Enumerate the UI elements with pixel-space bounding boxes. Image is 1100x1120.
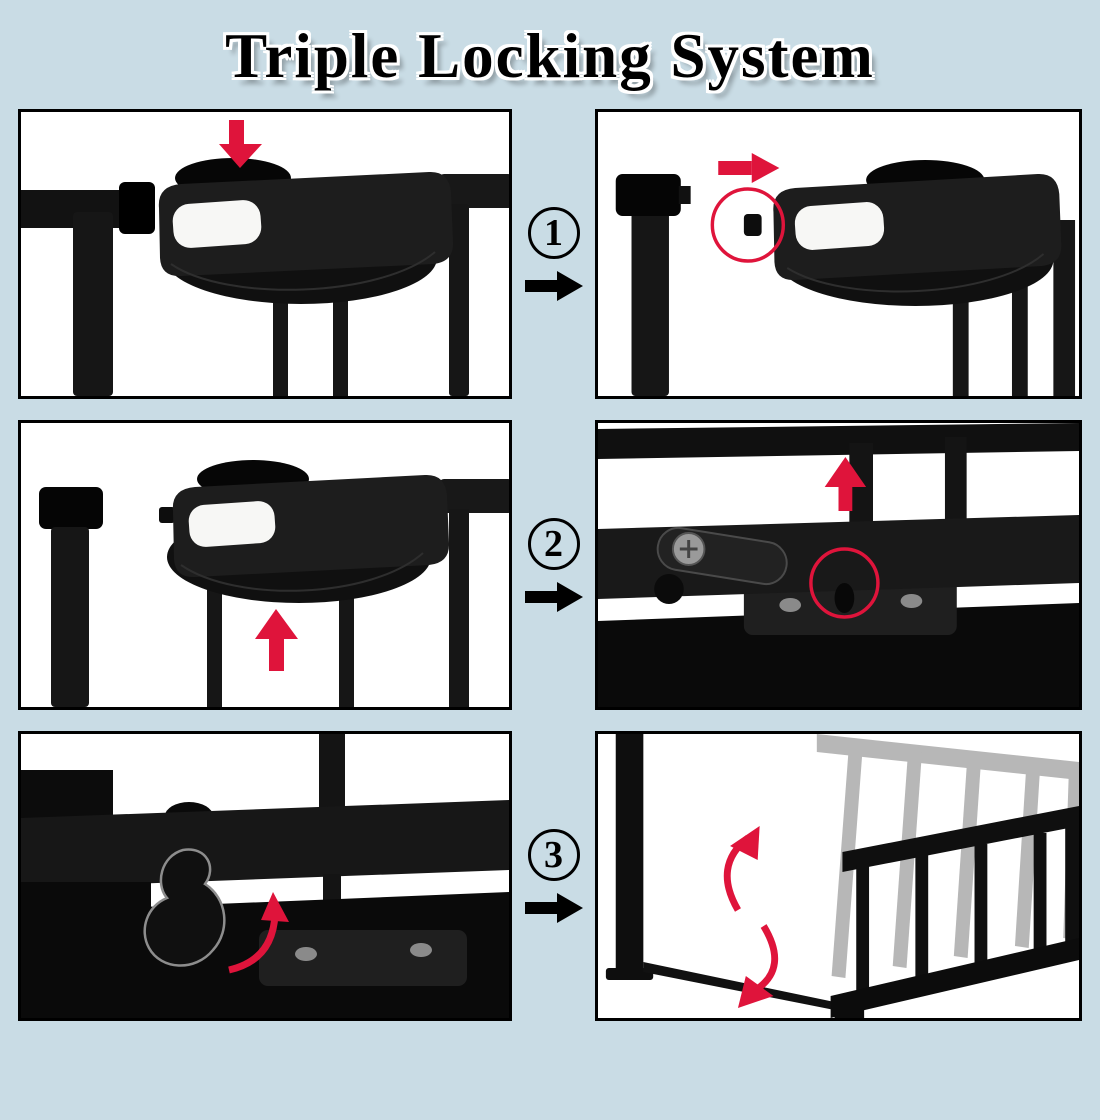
foot-pedal-illustration [21,734,509,1018]
step-3-after-panel [595,731,1082,1021]
gate-handle-front-illustration [21,158,509,396]
open-gate-illustration [605,734,1079,1018]
step-1-number: 1 [527,207,580,259]
lift-handle-illustration [39,460,509,707]
step-2-row: 2 [18,420,1082,710]
step-1-before-panel [18,109,512,399]
latch-lever [654,526,788,604]
red-arrow-right-icon [718,153,780,183]
slide-lock-illustration [615,153,1076,396]
step-1-row: 1 [18,109,1082,399]
step-3-row: 3 [18,731,1082,1021]
red-arrow-down-icon [219,120,262,168]
red-circle-highlight [710,187,786,263]
step-3-before-panel [18,731,512,1021]
gate-handle-lift-illustration [39,460,509,707]
red-arrow-up-icon [255,609,298,671]
step-2-before-panel [18,420,512,710]
step-2-number: 2 [527,518,580,570]
red-swing-arrows-icon [723,826,779,1008]
step-1-indicator: 1 [512,109,595,399]
triple-locking-poster: Triple Locking System [0,20,1100,1021]
step-1-after-panel [595,109,1082,399]
black-right-arrow-icon [524,271,583,301]
red-arrow-up-icon [824,457,867,511]
red-circle-highlight [809,547,880,619]
pedal-lever [143,848,226,967]
step-2-after-panel [595,420,1082,710]
page-title: Triple Locking System [225,21,875,91]
foot-pedal-detail [21,734,509,1018]
press-down-lock-illustration [21,120,509,396]
black-right-arrow-icon [524,582,583,612]
black-gate-frame [605,734,1079,1018]
bottom-latch-detail [598,423,1079,707]
step-3-indicator: 3 [512,731,595,1021]
step-3-number: 3 [527,829,580,881]
steps-grid: 1 [0,109,1100,1021]
black-right-arrow-icon [524,893,583,923]
bottom-latch-illustration [598,423,1079,707]
gate-handle-slide-illustration [615,160,1076,396]
red-curved-arrow-icon [228,892,289,974]
step-2-indicator: 2 [512,420,595,710]
